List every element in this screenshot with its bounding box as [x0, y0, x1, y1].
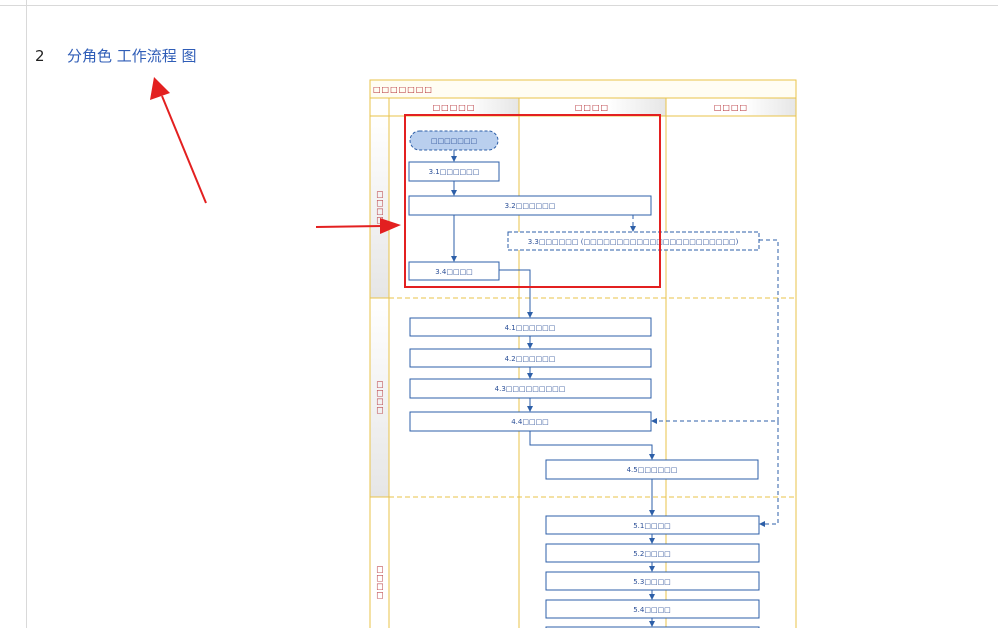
lane-label: □□□□ — [375, 380, 384, 414]
process-node-label: 5.4□□□□ — [633, 606, 671, 614]
process-node-label: 5.2□□□□ — [633, 550, 671, 558]
process-node-label: 4.1□□□□□□ — [505, 324, 556, 332]
flow-connectors — [451, 150, 655, 627]
lane-label: □□□□ — [375, 190, 384, 224]
process-node-label: 3.4□□□□ — [435, 268, 473, 276]
process-node-label: 4.2□□□□□□ — [505, 355, 556, 363]
pool-title: □□□□□□□ — [373, 85, 433, 94]
process-node-label: 4.3□□□□□□□□□ — [495, 385, 566, 393]
process-node-label: 4.5□□□□□□ — [627, 466, 678, 474]
process-node-label: 4.4□□□□ — [511, 418, 549, 426]
red-arrow-to-highlight — [315, 218, 401, 234]
column-header: □□□□ — [714, 103, 748, 112]
process-node-label: 5.3□□□□ — [633, 578, 671, 586]
lane-label: □□□□ — [375, 565, 384, 599]
section-title-link[interactable]: 分角色 工作流程 图 — [67, 47, 197, 65]
process-node-label: 3.2□□□□□□ — [505, 202, 556, 210]
highlight-box — [404, 114, 661, 288]
top-divider — [0, 5, 998, 6]
section-number: 2 — [35, 47, 45, 65]
red-arrow-to-heading — [150, 77, 207, 204]
left-margin-line — [26, 0, 27, 628]
process-node — [408, 261, 500, 281]
process-node — [408, 195, 652, 216]
optional-process-node — [507, 231, 760, 251]
section-heading: 2 分角色 工作流程 图 — [35, 45, 197, 66]
start-node-label: □□□□□□□ — [431, 137, 477, 145]
lane-label-cell — [369, 496, 390, 628]
column-header: □□□□□ — [433, 103, 476, 112]
process-node-label: 3.1□□□□□□ — [429, 168, 480, 176]
column-header: □□□□ — [575, 103, 609, 112]
pool-title-bar — [369, 79, 797, 99]
start-node — [409, 130, 499, 151]
process-node-label: 5.1□□□□ — [633, 522, 671, 530]
optional-flow-connectors — [630, 215, 779, 527]
process-node-label: 3.3□□□□□□ (□□□□□□□□□□□□□□□□□□□□□□□) — [528, 238, 739, 246]
